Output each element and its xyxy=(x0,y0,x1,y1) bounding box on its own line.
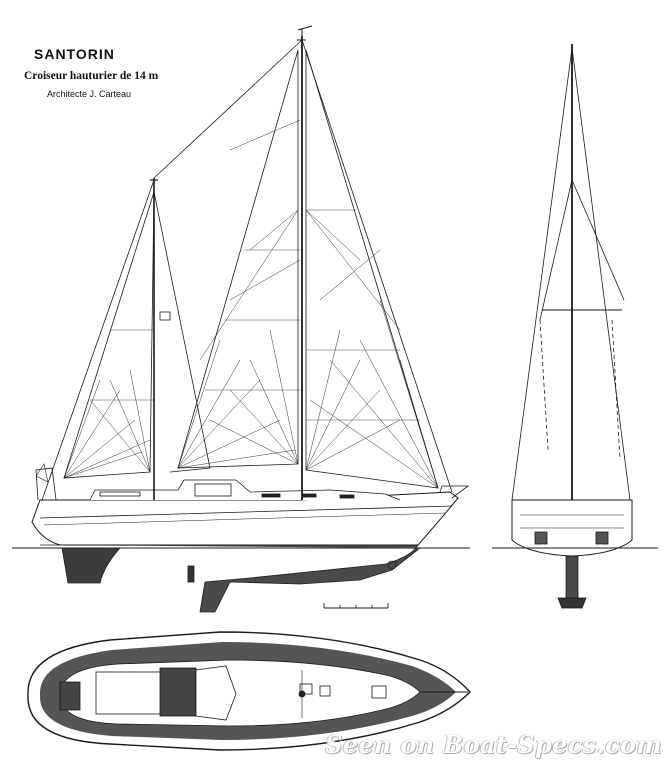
sheer-stripe xyxy=(39,505,453,519)
deck-port xyxy=(261,493,281,498)
keel-detail xyxy=(187,565,195,583)
cockpit-grating xyxy=(159,667,197,717)
mizzen-staysail xyxy=(153,191,211,473)
stern-locker xyxy=(59,681,81,711)
front-shroud-right xyxy=(571,47,631,501)
drawing-subtitle: Croiseur hauturier de 14 m xyxy=(24,70,159,82)
stern-pulpit xyxy=(35,467,57,501)
underwater-hull xyxy=(40,544,421,613)
radar-dome xyxy=(159,311,171,321)
mizzen-backstay xyxy=(41,179,155,501)
watermark: Seen on Boat-Specs.com xyxy=(325,730,662,759)
cockpit-coaming xyxy=(99,491,141,497)
mizzen-sail xyxy=(63,191,155,479)
rudder xyxy=(61,547,121,584)
fore-hatch xyxy=(371,685,387,699)
genoa xyxy=(305,49,439,489)
front-view xyxy=(492,44,658,609)
ensign-flag xyxy=(35,463,49,483)
front-keel xyxy=(565,555,579,599)
doghouse-window xyxy=(194,483,232,497)
deck-port xyxy=(339,494,355,499)
sheet-line-dashed xyxy=(539,319,549,451)
hatch xyxy=(319,685,331,697)
front-keel-bulb xyxy=(557,597,587,609)
deck-port xyxy=(301,493,317,498)
deck-plan xyxy=(27,631,471,751)
coachroof xyxy=(89,479,401,501)
cockpit xyxy=(95,671,163,715)
architect-credit: Architecte J. Carteau xyxy=(47,89,132,99)
propeller xyxy=(387,560,397,570)
mainsail xyxy=(177,49,299,469)
sail-seams xyxy=(63,119,439,489)
front-shroud-left xyxy=(511,47,573,501)
drawing-title: SANTORIN xyxy=(34,46,115,62)
topside-hull xyxy=(31,491,459,546)
scale-bar xyxy=(323,603,389,609)
boot-stripe xyxy=(43,512,447,526)
bow-pulpit xyxy=(439,485,470,499)
doghouse-plan xyxy=(195,665,237,721)
forestay xyxy=(301,39,453,493)
triatic-stay xyxy=(153,39,303,179)
profile-view xyxy=(12,25,470,613)
mast-step xyxy=(298,690,306,698)
hatch xyxy=(299,683,313,695)
